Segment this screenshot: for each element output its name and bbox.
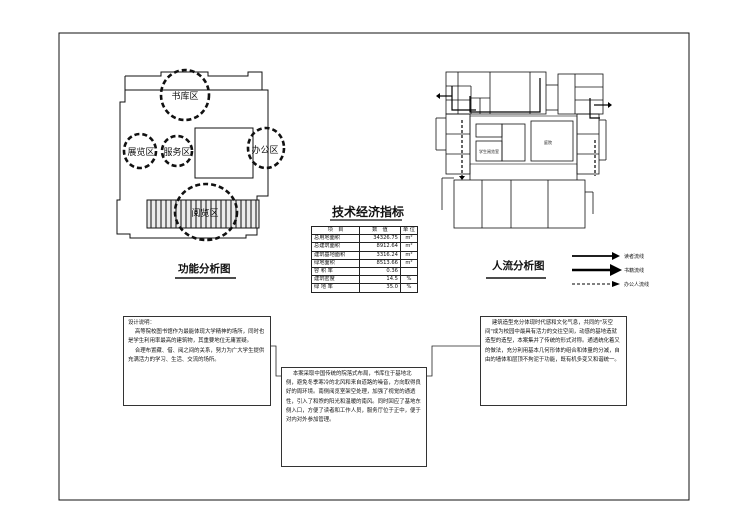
table-cell: m² <box>399 258 419 268</box>
zone-service-label: 服务区 <box>163 146 190 158</box>
zone-exhibit-label: 展览区 <box>127 146 154 158</box>
flow-paths <box>440 78 608 176</box>
table-row: 建筑基地面积 3316.24 m² <box>311 250 419 260</box>
sheet-frame <box>58 32 690 501</box>
table-row: 总用地面积 34326.75 m² <box>311 234 419 244</box>
table-cell: 总用地面积 <box>311 234 360 244</box>
table-cell: 8912.64 <box>358 242 401 252</box>
table-cell: m² <box>399 242 419 252</box>
room-student-reading-label: 学生阅览室 <box>479 148 499 154</box>
tech-indicator-table: 项 目 数 值 单 位 总用地面积 34326.75 m² 总建筑面积 8912… <box>311 225 419 293</box>
function-analysis-title: 功能分析图 <box>178 263 231 275</box>
table-cell: 绿 地 率 <box>311 283 360 293</box>
table-cell <box>399 266 419 277</box>
flow-plan <box>435 71 607 229</box>
design-description-note: 设计说明： 高等院校图书馆作为最能体现大学精神的场所，同时也是学生利用率最高的建… <box>123 316 271 406</box>
zone-stack-circle <box>159 68 211 122</box>
table-header-cell: 项 目 <box>311 225 360 236</box>
table-cell: 8513.66 <box>358 258 401 268</box>
table-row: 建筑密度 14.5 % <box>311 275 419 285</box>
zone-stack-label: 书库区 <box>171 90 198 102</box>
tech-indicator-title: 技术经济指标 <box>332 205 405 219</box>
table-row: 总建筑面积 8912.64 m² <box>311 242 419 252</box>
table-cell: % <box>399 275 419 285</box>
table-cell: 容 积 率 <box>311 266 360 277</box>
zone-service-circle <box>160 134 194 168</box>
zone-exhibit-circle <box>122 132 158 170</box>
table-row: 绿地面积 8513.66 m² <box>311 258 419 268</box>
table-header-cell: 数 值 <box>358 225 401 236</box>
table-cell: 14.5 <box>358 275 401 285</box>
table-cell: 0.36 <box>358 266 401 277</box>
flow-analysis-title: 人流分析图 <box>492 260 545 272</box>
table-cell: 35.0 <box>358 283 401 293</box>
table-cell: 建筑基地面积 <box>311 250 360 260</box>
zone-office-label: 办公区 <box>251 144 278 156</box>
table-cell: 3316.24 <box>358 250 401 260</box>
zone-reading-label: 阅览区 <box>191 207 218 219</box>
table-cell: m² <box>399 234 419 244</box>
table-cell: 总建筑面积 <box>311 242 360 252</box>
legend-office-flow: 办公人流线 <box>624 281 649 288</box>
legend-book-flow: 书籍流线 <box>624 267 644 274</box>
table-cell: % <box>399 283 419 293</box>
note-connectors <box>271 345 480 377</box>
table-row: 容 积 率 0.36 <box>311 266 419 277</box>
table-row: 绿 地 率 35.0 % <box>311 283 419 293</box>
zone-reading-circle <box>173 182 239 242</box>
function-plan <box>116 68 286 242</box>
table-header-row: 项 目 数 值 单 位 <box>311 225 419 236</box>
form-description-note: 建筑造型充分体现时代感和文化气息，共同的"灰空间"成为校园中最具有活力的交往空间… <box>480 316 627 406</box>
table-cell: m² <box>399 250 419 260</box>
table-header-cell: 单 位 <box>399 225 419 236</box>
table-cell: 34326.75 <box>358 234 401 244</box>
table-cell: 建筑密度 <box>311 275 360 285</box>
zone-office-circle <box>246 126 286 170</box>
legend-reader-flow: 读者流线 <box>624 253 644 260</box>
layout-description-note: 本案采取中国传统的院落式布局，书库位于基地北侧，避免冬季寒冷的北风和来自道路的噪… <box>281 367 427 467</box>
room-courtyard-label: 庭院 <box>544 139 552 145</box>
table-cell: 绿地面积 <box>311 258 360 268</box>
flow-legend: 读者流线 书籍流线 办公人流线 <box>572 252 649 288</box>
